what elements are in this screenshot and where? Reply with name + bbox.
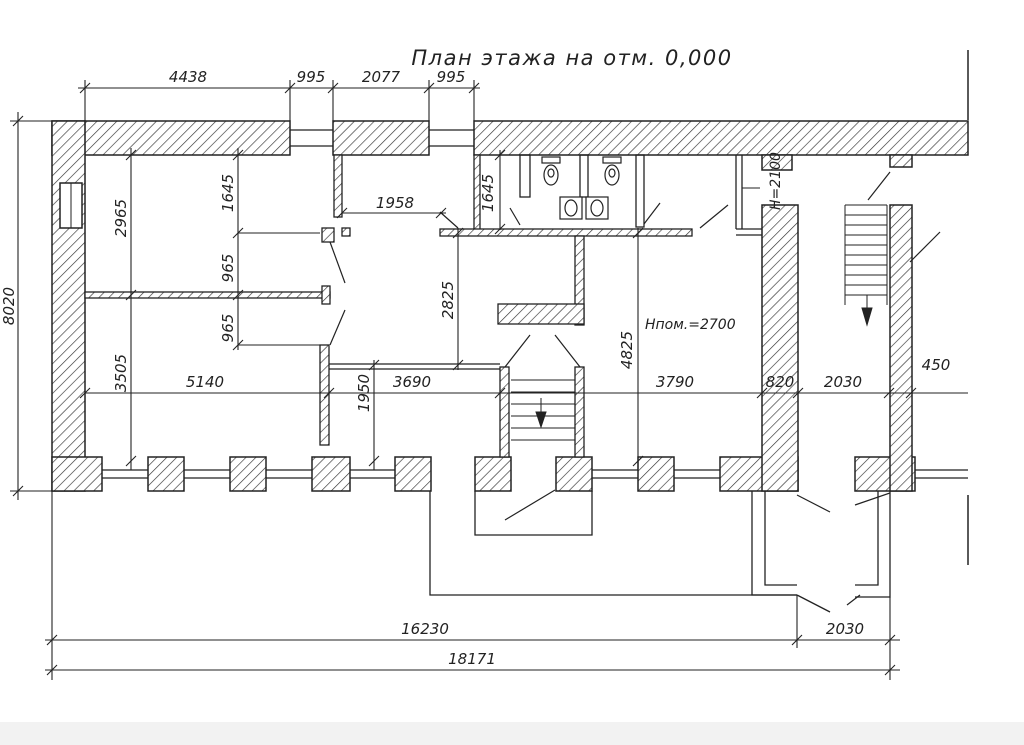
drawing-title: План этажа на отм. 0,000 [411,46,732,70]
dim-row-3790: 3790 [656,373,694,391]
dim-row-2030: 2030 [824,373,862,391]
dim-2825: 2825 [439,281,457,319]
dim-left-total: 8020 [0,287,18,325]
entrances [429,491,891,613]
dim-left-2965: 2965 [112,199,130,237]
windows-bottom [102,129,968,479]
dimension-lines [10,80,968,680]
dim-1645a: 1645 [219,174,237,212]
dim-4825: 4825 [618,331,636,369]
door-swings [329,171,941,606]
dim-bottom-16230: 16230 [401,620,449,638]
dim-row-5140: 5140 [186,373,224,391]
dim-left-3505: 3505 [112,354,130,392]
dim-row-450: 450 [922,356,951,374]
dim-bottom-18171: 18171 [448,650,496,668]
stair-right [844,204,888,327]
dim-1950: 1950 [355,374,373,412]
toilet-fixtures [541,156,622,220]
partitions [84,154,693,458]
dim-top-4: 995 [437,68,466,86]
thin-lines [329,154,762,370]
dim-965a: 965 [219,254,237,283]
dim-top-3: 2077 [362,68,401,86]
dim-row-3690: 3690 [393,373,431,391]
floor-plan-drawing: План этажа на отм. 0,000 [0,46,969,680]
height-mark-note: Н=2100 [768,152,784,210]
exterior-walls [51,120,969,492]
dim-965b: 965 [219,314,237,343]
dim-1958: 1958 [376,194,414,212]
room-height-note: Нпом.=2700 [645,317,736,333]
viewer-bottom-band [0,722,1024,745]
dim-top-1: 4438 [169,68,207,86]
dim-top-2: 995 [297,68,326,86]
dim-row-820: 820 [766,373,795,391]
dim-1645b: 1645 [479,174,497,212]
dim-bottom-2030: 2030 [826,620,864,638]
stair-left [511,379,575,441]
